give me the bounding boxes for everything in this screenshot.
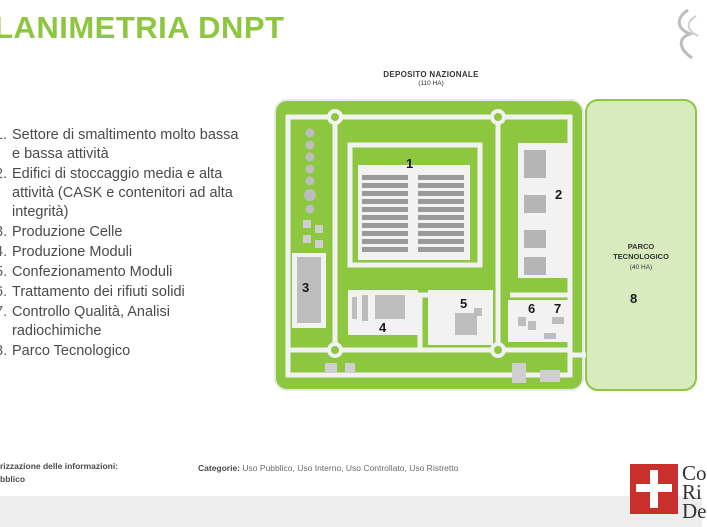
disposal-cell — [362, 231, 408, 236]
legend-item: 2.Edifici di stoccaggio media e alta att… — [0, 165, 240, 222]
footer-categories: Categorie: Uso Pubblico, Uso Interno, Us… — [198, 463, 458, 473]
legend-item-number: 6. — [0, 284, 8, 300]
disposal-cell — [362, 191, 408, 196]
legend-item-text: Settore di smaltimento molto bassa e bas… — [12, 127, 239, 162]
deposito-label: DEPOSITO NAZIONALE (110 HA) — [356, 70, 506, 87]
disposal-cell — [362, 223, 408, 228]
bottom-band — [0, 496, 702, 527]
company-logo-swirl — [677, 8, 699, 60]
zone-1-cells — [362, 175, 464, 252]
disposal-cell — [418, 175, 464, 180]
legend-item: 1.Settore di smaltimento molto bassa e b… — [0, 126, 240, 164]
round-storage-unit — [305, 164, 315, 174]
parco-title-line1: PARCO — [628, 242, 655, 251]
footer-classification: rizzazione delle informazioni: bblico — [0, 460, 118, 486]
legend-item-number: 7. — [0, 304, 8, 320]
legend-item-number: 1. — [0, 127, 8, 143]
legend-item: 3.Produzione Celle — [0, 223, 240, 242]
round-storage-unit — [305, 140, 315, 150]
categories-value: Uso Pubblico, Uso Interno, Uso Controlla… — [242, 463, 459, 473]
bottom-buildings — [325, 363, 560, 383]
logo-text: Co Ri De — [682, 461, 707, 523]
disposal-cell — [362, 247, 408, 252]
parco-area: (40 HA) — [630, 264, 652, 271]
logo-line-2: Ri — [682, 480, 702, 504]
round-storage-stack — [304, 128, 316, 214]
disposal-cell — [418, 215, 464, 220]
logo-cross-icon — [630, 464, 678, 514]
disposal-cell — [418, 231, 464, 236]
disposal-cell — [418, 239, 464, 244]
round-storage-unit — [305, 204, 315, 214]
disposal-cell — [418, 247, 464, 252]
disposal-cell — [418, 199, 464, 204]
deposito-title: DEPOSITO NAZIONALE — [383, 70, 479, 79]
site-plan-svg: 1 2 3 4 5 6 7 8 PARCO TECNOLOGICO (40 HA… — [274, 99, 697, 391]
legend-list: 1.Settore di smaltimento molto bassa e b… — [0, 126, 240, 362]
legend-item-text: Parco Tecnologico — [12, 343, 131, 359]
categories-label: Categorie: — [198, 463, 241, 473]
zone-label-2: 2 — [555, 187, 562, 202]
site-plan-map: 1 2 3 4 5 6 7 8 PARCO TECNOLOGICO (40 HA… — [270, 95, 702, 395]
classification-value: bblico — [0, 474, 26, 484]
legend-item-text: Trattamento dei rifiuti solidi — [12, 284, 185, 300]
legend-item: 7.Controllo Qualità, Analisi radiochimic… — [0, 303, 240, 341]
zone-3-building — [297, 257, 321, 323]
parco-title-line2: TECNOLOGICO — [613, 252, 669, 261]
legend-item: 8.Parco Tecnologico — [0, 342, 240, 361]
legend-item: 5.Confezionamento Moduli — [0, 263, 240, 282]
legend-item-number: 3. — [0, 224, 8, 240]
legend-item-number: 4. — [0, 244, 8, 260]
zone-2-buildings — [524, 150, 546, 275]
round-storage-unit — [305, 176, 315, 186]
disposal-cell — [418, 191, 464, 196]
zone-label-7: 7 — [554, 301, 561, 316]
zone-4-buildings — [352, 295, 405, 321]
classification-label: rizzazione delle informazioni: — [0, 461, 119, 471]
zone-label-5: 5 — [460, 296, 467, 311]
zone-label-8: 8 — [630, 291, 637, 306]
zone-label-6: 6 — [528, 301, 535, 316]
legend-item: 6.Trattamento dei rifiuti solidi — [0, 283, 240, 302]
legend-item-text: Confezionamento Moduli — [12, 264, 173, 280]
deposito-area: (110 HA) — [418, 80, 444, 87]
zone-label-1: 1 — [406, 156, 413, 171]
disposal-cell — [362, 207, 408, 212]
disposal-cell — [362, 183, 408, 188]
round-storage-unit — [305, 128, 315, 138]
disposal-cell — [418, 183, 464, 188]
zone-6-7-buildings — [518, 317, 564, 339]
logo-line-3: De — [682, 499, 707, 523]
organization-logo: Co Ri De — [630, 463, 707, 522]
legend-item-text: Edifici di stoccaggio media e alta attiv… — [12, 166, 233, 220]
round-storage-unit — [304, 189, 316, 201]
legend-item-number: 8. — [0, 343, 8, 359]
legend-item-text: Controllo Qualità, Analisi radiochimiche — [12, 304, 170, 339]
legend-item-text: Produzione Moduli — [12, 244, 133, 260]
parco-area-shape — [585, 99, 697, 391]
disposal-cell — [362, 215, 408, 220]
legend-item: 4.Produzione Moduli — [0, 243, 240, 262]
legend-item-text: Produzione Celle — [12, 224, 123, 240]
zone-label-4: 4 — [379, 320, 387, 335]
disposal-cell — [418, 223, 464, 228]
parco-label: PARCO TECNOLOGICO (40 HA) — [613, 242, 669, 271]
small-buildings-left — [303, 220, 323, 248]
legend-item-number: 5. — [0, 264, 8, 280]
zone-labels: 1 2 3 4 5 6 7 8 — [302, 156, 637, 335]
logo-line-1: Co — [682, 461, 707, 485]
page-title: LANIMETRIA DNPT — [0, 10, 285, 45]
legend-item-number: 2. — [0, 166, 8, 182]
disposal-cell — [418, 207, 464, 212]
zone-label-3: 3 — [302, 280, 309, 295]
zone-1-area — [358, 165, 470, 260]
zone-5-buildings — [455, 308, 482, 335]
roundabouts — [327, 109, 506, 358]
disposal-cell — [362, 239, 408, 244]
round-storage-unit — [305, 152, 315, 162]
disposal-cell — [362, 175, 408, 180]
disposal-cell — [362, 199, 408, 204]
